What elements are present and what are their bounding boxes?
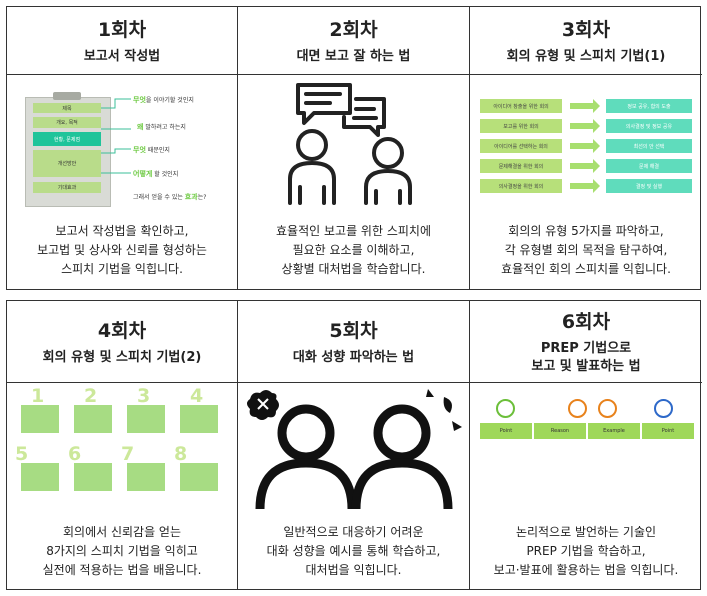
session-number: 1회차 — [97, 19, 147, 41]
session-description: 보고서 작성법을 확인하고, 보고법 및 상사와 신뢰를 형성하는 스피치 기법… — [37, 223, 207, 276]
technique-number: 7 — [121, 443, 135, 465]
arrow-icon — [570, 179, 600, 193]
session-topic: 보고서 작성법 — [83, 49, 161, 64]
technique-number: 3 — [137, 385, 151, 407]
session-number: 6회차 — [561, 311, 611, 333]
technique-number: 6 — [68, 443, 82, 465]
meeting-types-illustration: 아이디어 창출을 위한 회의 보고를 위한 회의 아이디어를 선택하는 회의 문… — [470, 75, 702, 211]
prep-flow-illustration: Point Reason Example Point — [470, 383, 702, 513]
session-number: 5회차 — [329, 320, 378, 342]
meeting-purpose-3: 최선의 안 선택 — [606, 139, 692, 153]
meeting-purpose-5: 결정 및 실행 — [606, 179, 692, 193]
prep-step-3: Example — [588, 423, 640, 439]
prep-step-marker-2 — [568, 399, 587, 418]
prep-step-1: Point — [480, 423, 532, 439]
session-card-4: 4회차 회의 유형 및 스피치 기법(2) 1 2 3 4 5 6 7 8 회의… — [7, 301, 238, 589]
technique-card-2 — [74, 405, 112, 433]
technique-card-4 — [180, 405, 218, 433]
session-card-5: 5회차 대화 성향 파악하는 법 — [238, 301, 470, 589]
prep-step-marker-1 — [496, 399, 515, 418]
session-card-3: 3회차 회의 유형 및 스피치 기법(1) 아이디어 창출을 위한 회의 보고를… — [470, 7, 702, 289]
session-number: 3회차 — [561, 19, 611, 41]
prep-step-marker-4 — [654, 399, 673, 418]
meeting-type-1: 아이디어 창출을 위한 회의 — [480, 99, 562, 113]
session-header: 6회차 PREP 기법으로 보고 및 발표하는 법 — [470, 301, 702, 383]
arrow-icon — [570, 119, 600, 133]
speech-techniques-illustration: 1 2 3 4 5 6 7 8 — [7, 383, 237, 513]
session-header: 3회차 회의 유형 및 스피치 기법(1) — [470, 7, 702, 75]
arrow-icon — [570, 139, 600, 153]
meeting-type-5: 의사결정을 위한 회의 — [480, 179, 562, 193]
meeting-purpose-4: 문제 해결 — [606, 159, 692, 173]
session-header: 4회차 회의 유형 및 스피치 기법(2) — [7, 301, 237, 383]
report-box-title: 제목 — [33, 103, 101, 113]
session-number: 4회차 — [97, 320, 147, 342]
question-what: 무엇을 이야기할 것인지 — [133, 96, 194, 104]
clip-top — [53, 92, 81, 100]
report-box-status: 현황, 문제점 — [33, 132, 101, 146]
report-box-improvement: 개선방안 — [33, 150, 101, 177]
session-card-1: 1회차 보고서 작성법 제목 개요, 목적 현황, 문제점 개선방안 기대효과 … — [7, 7, 238, 289]
question-effect: 그래서 얻을 수 있는 효과는? — [133, 193, 207, 201]
connector-lines — [101, 98, 131, 174]
session-description: 논리적으로 발언하는 기술인 PREP 기법을 학습하고, 보고·발표에 활용하… — [493, 524, 679, 577]
arrow-icon — [570, 159, 600, 173]
session-topic: 대면 보고 잘 하는 법 — [296, 49, 411, 64]
technique-number: 1 — [31, 385, 45, 407]
session-description: 일반적으로 대응하기 어려운 대화 성향을 예시를 통해 학습하고, 대처법을 … — [266, 524, 441, 577]
report-box-overview: 개요, 목적 — [33, 117, 101, 128]
session-card-2: 2회차 대면 보고 잘 하는 법 — [238, 7, 470, 289]
prep-step-4: Point — [642, 423, 694, 439]
report-structure-illustration: 제목 개요, 목적 현황, 문제점 개선방안 기대효과 무엇을 이야기할 것인지… — [7, 75, 237, 211]
session-topic: PREP 기법으로 보고 및 발표하는 법 — [531, 341, 641, 374]
session-card-6: 6회차 PREP 기법으로 보고 및 발표하는 법 Point Reason E… — [470, 301, 702, 589]
frustrated-people-icon — [238, 383, 469, 513]
technique-card-3 — [127, 405, 165, 433]
technique-card-5 — [21, 463, 59, 491]
meeting-type-4: 문제해결을 위한 회의 — [480, 159, 562, 173]
session-description: 효율적인 보고를 위한 스피치에 필요한 요소를 이해하고, 상황별 대처법을 … — [276, 223, 431, 276]
technique-number: 5 — [15, 443, 29, 465]
two-people-talking-icon — [238, 75, 469, 211]
meeting-type-3: 아이디어를 선택하는 회의 — [480, 139, 562, 153]
bottom-row: 4회차 회의 유형 및 스피치 기법(2) 1 2 3 4 5 6 7 8 회의… — [6, 300, 702, 590]
question-how: 어떻게 할 것인지 — [133, 170, 179, 178]
top-row: 1회차 보고서 작성법 제목 개요, 목적 현황, 문제점 개선방안 기대효과 … — [6, 6, 702, 290]
session-header: 1회차 보고서 작성법 — [7, 7, 237, 75]
session-number: 2회차 — [329, 19, 378, 41]
arrow-icon — [570, 99, 600, 113]
technique-card-8 — [180, 463, 218, 491]
session-topic: 회의 유형 및 스피치 기법(2) — [42, 350, 202, 365]
meeting-purpose-2: 의사결정 및 정보 공유 — [606, 119, 692, 133]
prep-step-2: Reason — [534, 423, 586, 439]
meeting-purpose-1: 정보 공유, 합의 도출 — [606, 99, 692, 113]
session-topic: 회의 유형 및 스피치 기법(1) — [506, 49, 666, 64]
report-box-effect: 기대효과 — [33, 182, 101, 193]
technique-number: 8 — [174, 443, 188, 465]
technique-number: 4 — [190, 385, 204, 407]
technique-card-7 — [127, 463, 165, 491]
technique-card-1 — [21, 405, 59, 433]
session-header: 5회차 대화 성향 파악하는 법 — [238, 301, 469, 383]
prep-step-marker-3 — [598, 399, 617, 418]
session-header: 2회차 대면 보고 잘 하는 법 — [238, 7, 469, 75]
technique-card-6 — [74, 463, 112, 491]
question-why: 왜 말하려고 하는지 — [137, 123, 186, 131]
session-topic: 대화 성향 파악하는 법 — [292, 350, 415, 365]
technique-number: 2 — [84, 385, 98, 407]
session-description: 회의에서 신뢰감을 얻는 8가지의 스피치 기법을 익히고 실전에 적용하는 법… — [42, 524, 202, 577]
session-description: 회의의 유형 5가지를 파악하고, 각 유형별 회의 목적을 탐구하여, 효율적… — [501, 223, 671, 276]
question-because: 무엇 때문인지 — [133, 146, 170, 154]
meeting-type-2: 보고를 위한 회의 — [480, 119, 562, 133]
